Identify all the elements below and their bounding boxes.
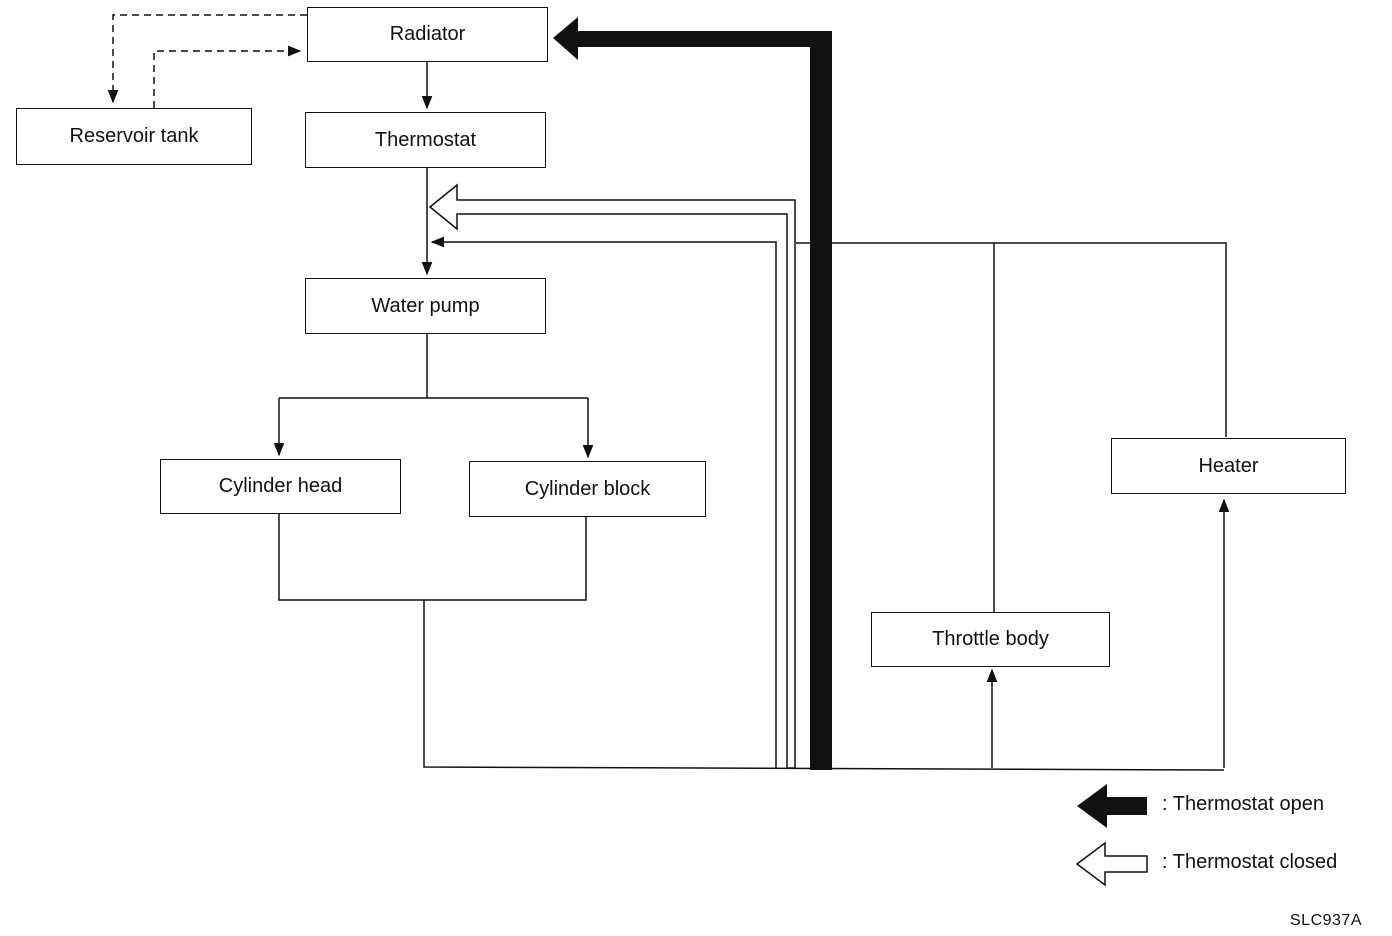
cylinder-block-box: Cylinder block [469,461,706,517]
thermostat-closed-flow-arrow [428,183,796,769]
heater-box: Heater [1111,438,1346,494]
legend-closed-label: : Thermostat closed [1162,851,1338,873]
reservoir-to-radiator-line [153,45,302,108]
radiator-box: Radiator [307,7,548,62]
reservoir-dashed-lines [107,14,307,108]
legend-closed-icon [1075,841,1148,887]
throttle-body-box: Throttle body [871,612,1110,667]
bypass-return-line [430,236,777,768]
legend-open-label: : Thermostat open [1162,793,1324,815]
cylinder-head-box: Cylinder head [160,459,401,514]
figure-reference-code: SLC937A [1290,912,1362,929]
water-pump-box: Water pump [305,278,546,334]
reservoir-tank-box: Reservoir tank [16,108,252,165]
coolant-lines [273,62,1230,771]
legend-open-icon [1077,784,1147,828]
engine-collector-line [278,514,587,601]
heater-return-line [796,242,1227,437]
thermostat-box: Thermostat [305,112,546,168]
engine-outlet-line [423,600,1225,771]
radiator-to-reservoir-line [107,14,307,104]
